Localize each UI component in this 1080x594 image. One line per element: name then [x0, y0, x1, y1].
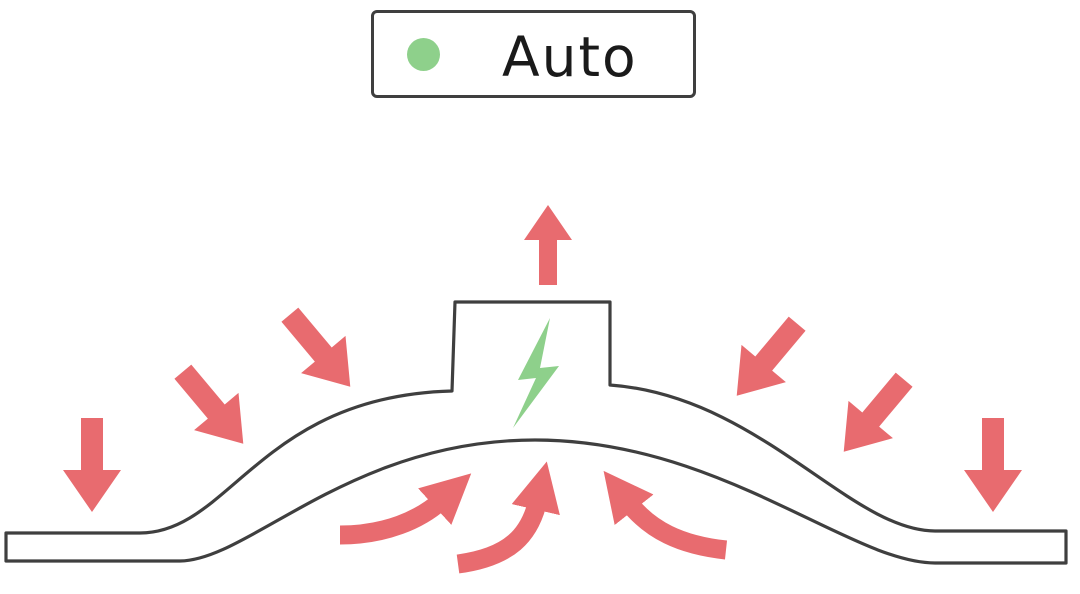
diagonal-arrow-left-1-icon	[174, 364, 244, 444]
curved-arrow-right-icon	[603, 470, 728, 560]
curved-arrow-center-icon	[456, 461, 560, 574]
diagonal-arrow-left-2-icon	[281, 307, 351, 387]
mode-label: Auto	[502, 25, 638, 89]
down-arrow-left-icon	[63, 418, 121, 512]
diagonal-arrow-right-2-icon	[843, 372, 913, 452]
lightning-bolt-icon	[513, 318, 559, 428]
down-arrow-right-icon	[964, 418, 1022, 512]
status-dot	[407, 38, 440, 71]
mode-badge: Auto	[371, 10, 696, 98]
upward-arrow-icon	[524, 205, 572, 285]
dome-outline	[4, 300, 1068, 565]
curved-arrow-left-icon	[339, 473, 472, 545]
diagonal-arrow-right-1-icon	[736, 316, 806, 396]
